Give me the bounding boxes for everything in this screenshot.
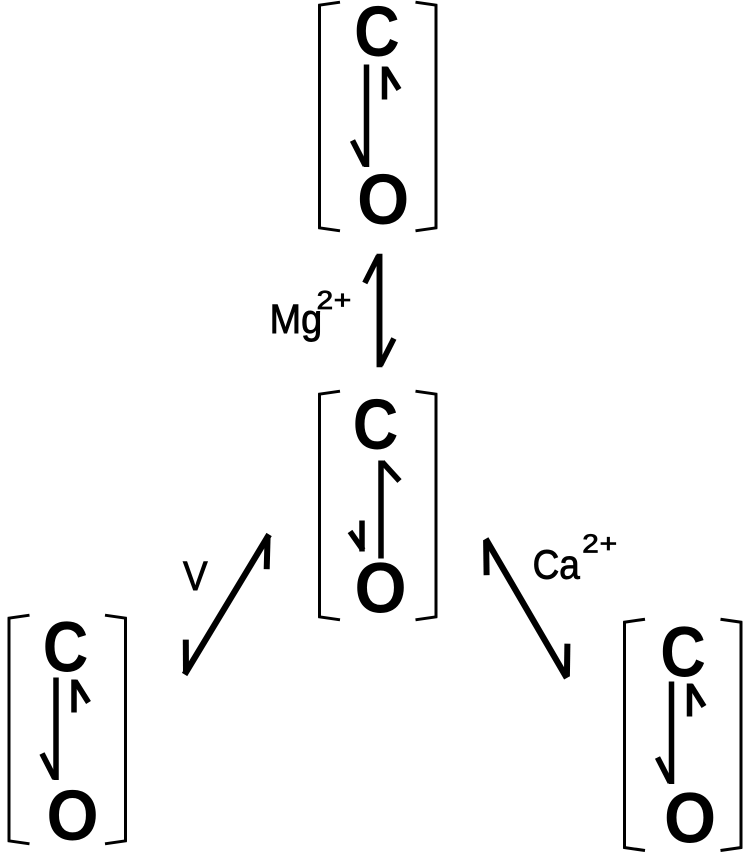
svg-text:C: C (353, 386, 399, 465)
svg-text:O: O (354, 550, 406, 629)
svg-text:C: C (354, 0, 400, 72)
svg-text:2: 2 (582, 528, 599, 558)
svg-text:O: O (664, 779, 716, 853)
svg-text:C: C (43, 608, 89, 687)
svg-text:C: C (660, 614, 706, 693)
svg-text:O: O (46, 777, 98, 853)
svg-text:O: O (357, 161, 409, 240)
svg-text:V: V (183, 553, 208, 599)
svg-text:+: + (600, 528, 618, 558)
svg-text:+: + (334, 285, 352, 315)
svg-text:2: 2 (317, 285, 334, 315)
svg-text:Mg: Mg (270, 296, 323, 342)
svg-text:Ca: Ca (533, 541, 581, 587)
